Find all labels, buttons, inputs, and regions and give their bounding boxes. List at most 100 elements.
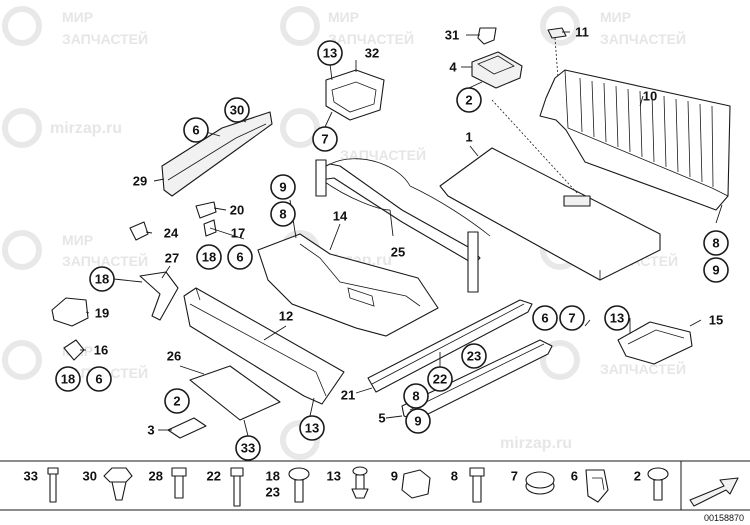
strip-label-9: 9: [391, 469, 398, 484]
part-14-tray: [257, 233, 439, 337]
strip-label-7: 7: [511, 469, 518, 484]
callout-circle-18: [196, 244, 222, 270]
part-31-clip: [477, 27, 497, 45]
callout-circle-8: [403, 383, 429, 409]
callout-7: 7: [568, 311, 575, 326]
callout-9: 9: [712, 263, 719, 278]
callout-13: 13: [323, 46, 337, 61]
callout-24: 24: [164, 226, 179, 241]
callout-8: 8: [712, 236, 719, 251]
callout-labels: 13 2 30 6 7 9 8 8 9 18 6 18 6 7 13 23 22…: [55, 25, 729, 461]
hardware-strip: 33 30 28 22 18 23 13 9 8: [0, 460, 750, 523]
callout-circle-22: [427, 366, 453, 392]
callout-2: 2: [465, 93, 472, 108]
callout-26: 26: [167, 349, 181, 364]
watermark-logo: mirzap.ru: [2, 108, 122, 148]
callout-27: 27: [165, 251, 179, 266]
callout-circle-9: [405, 408, 431, 434]
callout-circle-8: [270, 201, 296, 227]
part-13-rivet-icon: [351, 466, 369, 499]
callout-18: 18: [61, 372, 75, 387]
callout-4: 4: [449, 60, 457, 75]
callout-circle-6: [227, 244, 253, 270]
callout-circle-9: [703, 257, 729, 283]
part-32-holder: [325, 69, 385, 121]
callout-8: 8: [279, 207, 286, 222]
callout-circle-7: [312, 126, 338, 152]
part-27-bracket: [139, 271, 179, 321]
part-18-screw-icon: [288, 467, 310, 503]
part-15-bracket: [617, 321, 693, 365]
strip-label-28: 28: [149, 469, 163, 484]
callout-16: 16: [94, 343, 108, 358]
callout-6: 6: [541, 311, 548, 326]
svg-text:ЗАПЧАСТЕЙ: ЗАПЧАСТЕЙ: [62, 30, 148, 47]
callout-21: 21: [341, 388, 355, 403]
callout-3: 3: [147, 423, 154, 438]
callout-circle-30: [224, 97, 250, 123]
watermark-logo: mirzap.ru: [280, 420, 572, 460]
callout-11: 11: [575, 25, 589, 40]
callout-1: 1: [465, 130, 472, 145]
strip-label-22: 22: [207, 469, 221, 484]
watermark-logo: МИР ЗАПЧАСТЕЙ: [2, 230, 148, 270]
part-11-cap: [547, 27, 567, 39]
strip-label-13: 13: [327, 469, 341, 484]
watermark-logo: МИР ЗАПЧАСТЕЙ: [540, 6, 686, 47]
callout-circle-6: [532, 305, 558, 331]
part-25-strap: [315, 158, 491, 293]
svg-text:ЗАПЧАСТЕЙ: ЗАПЧАСТЕЙ: [328, 30, 414, 47]
callout-2: 2: [173, 394, 180, 409]
part-30-clip-icon: [103, 467, 133, 501]
watermark-logo: МИР ЗАПЧАСТЕЙ: [280, 6, 414, 47]
strip-label-2: 2: [634, 469, 641, 484]
dashed-guide-line: [554, 37, 559, 79]
svg-text:mirzap.ru: mirzap.ru: [500, 435, 572, 452]
part-22-bolt-icon: [230, 467, 244, 507]
callout-22: 22: [433, 372, 447, 387]
callout-32: 32: [365, 46, 379, 61]
part-7-grommet-icon: [525, 471, 555, 495]
part-8-screw-icon: [469, 467, 485, 503]
svg-text:ЗАПЧАСТЕЙ: ЗАПЧАСТЕЙ: [600, 30, 686, 47]
svg-text:МИР: МИР: [62, 232, 93, 248]
callout-6: 6: [236, 250, 243, 265]
callout-7: 7: [321, 132, 328, 147]
callout-circle-2: [456, 87, 482, 113]
strip-label-33: 33: [24, 469, 38, 484]
strip-label-18: 18: [266, 469, 280, 484]
callout-circle-33: [235, 435, 261, 461]
callout-circle-9: [270, 174, 296, 200]
callout-13: 13: [610, 311, 624, 326]
watermark-logo: МИР ЗАПЧАСТЕЙ: [2, 6, 148, 47]
callout-10: 10: [643, 89, 657, 104]
callout-9: 9: [414, 414, 421, 429]
callout-circle-13: [604, 305, 630, 331]
callout-8: 8: [412, 389, 419, 404]
callout-6: 6: [192, 123, 199, 138]
callout-12: 12: [279, 309, 293, 324]
part-3-plate: [167, 417, 207, 439]
callout-circle-2: [164, 388, 190, 414]
part-2-screw-icon: [647, 467, 669, 501]
callout-14: 14: [333, 209, 348, 224]
callout-23: 23: [467, 349, 481, 364]
callout-5: 5: [378, 411, 385, 426]
callout-18: 18: [202, 250, 216, 265]
callout-circle-8: [703, 230, 729, 256]
callout-circle-13: [299, 415, 325, 441]
svg-text:ЗАПЧАСТЕЙ: ЗАПЧАСТЕЙ: [340, 146, 426, 163]
callout-circle-23: [461, 343, 487, 369]
callout-25: 25: [391, 245, 405, 260]
part-28-screw-icon: [171, 467, 187, 499]
part-5-bracket: [401, 339, 553, 421]
callout-15: 15: [709, 313, 723, 328]
part-1-floor-mat: [439, 147, 661, 281]
part-20-clip: [195, 201, 217, 219]
watermark-layer: МИР ЗАПЧАСТЕЙ МИР ЗАПЧАСТЕЙ МИР ЗАПЧАСТЕ…: [2, 6, 686, 460]
diagram-number: 00158870: [704, 513, 744, 523]
callout-circle-18: [89, 266, 115, 292]
part-19-pad: [51, 297, 89, 327]
